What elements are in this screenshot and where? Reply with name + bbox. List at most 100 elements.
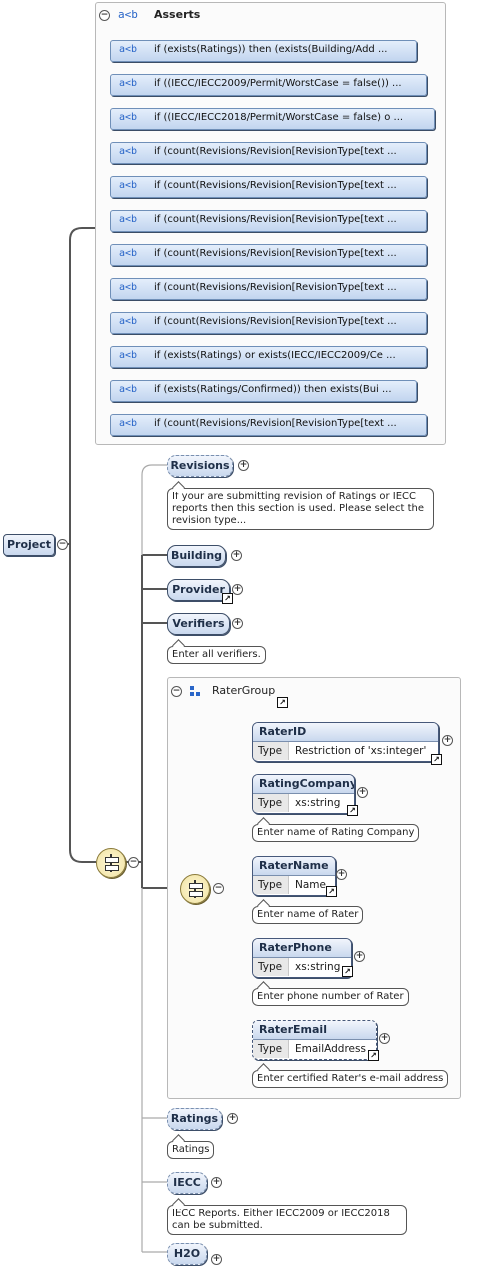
rater-phone-type: xs:string — [295, 961, 341, 973]
rater-phone-doc: Enter phone number of Rater — [252, 988, 409, 1006]
asserts-glyph: a<b — [118, 8, 138, 21]
assert-text: if (exists(Ratings) or exists(IECC/IECC2… — [154, 350, 396, 361]
building-label: Building — [170, 549, 223, 562]
expand-h2o-icon[interactable]: + — [211, 1254, 222, 1265]
assert-item[interactable]: a<b if (count(Revisions/Revision[Revision… — [110, 176, 427, 198]
assert-item[interactable]: a<b if (count(Revisions/Revision[Revision… — [110, 312, 427, 334]
assert-glyph: a<b — [119, 316, 138, 327]
rater-group-sequence-icon[interactable] — [180, 874, 210, 904]
collapse-asserts-icon[interactable]: − — [99, 10, 110, 21]
element-rater-name[interactable]: RaterName Type Name — [252, 856, 336, 896]
ratings-label: Ratings — [170, 1112, 219, 1125]
type-key: Type — [253, 742, 289, 760]
assert-item[interactable]: a<b if (count(Revisions/Revision[Revision… — [110, 244, 427, 266]
assert-item[interactable]: a<b if (exists(Ratings) or exists(IECC/IE… — [110, 346, 427, 368]
expand-provider-icon[interactable]: + — [232, 584, 243, 595]
element-iecc[interactable]: IECC — [167, 1172, 207, 1194]
type-key: Type — [253, 1040, 289, 1058]
element-rater-email[interactable]: RaterEmail Type EmailAddress — [252, 1020, 377, 1060]
collapse-sequence-icon[interactable]: − — [128, 857, 139, 868]
expand-ratings-icon[interactable]: + — [227, 1113, 238, 1124]
element-rating-company[interactable]: RatingCompany Type xs:string — [252, 774, 355, 814]
expand-rater-id-icon[interactable]: + — [442, 735, 453, 746]
element-building[interactable]: Building — [167, 545, 226, 567]
type-key: Type — [253, 794, 289, 812]
element-ratings[interactable]: Ratings — [167, 1108, 222, 1130]
assert-glyph: a<b — [119, 282, 138, 293]
assert-item[interactable]: a<b if ((IECC/IECC2009/Permit/WorstCase =… — [110, 74, 427, 96]
assert-text: if (count(Revisions/Revision[RevisionTyp… — [154, 180, 397, 191]
assert-glyph: a<b — [119, 180, 138, 191]
group-icon — [190, 686, 202, 698]
assert-glyph: a<b — [119, 350, 138, 361]
assert-text: if (count(Revisions/Revision[RevisionTyp… — [154, 282, 397, 293]
collapse-rater-group-icon[interactable]: − — [171, 686, 182, 697]
rating-company-type: xs:string — [295, 797, 341, 809]
element-h2o[interactable]: H2O — [167, 1243, 207, 1265]
assert-glyph: a<b — [119, 418, 138, 429]
ratings-doc: Ratings — [167, 1141, 215, 1159]
rater-group-link-icon: ↗ — [277, 697, 288, 708]
expand-rater-name-icon[interactable]: + — [336, 869, 347, 880]
rater-email-doc: Enter certified Rater's e-mail address — [252, 1070, 449, 1088]
collapse-project-icon[interactable]: − — [57, 539, 68, 550]
iecc-label: IECC — [173, 1176, 201, 1189]
assert-text: if ((IECC/IECC2009/Permit/WorstCase = fa… — [154, 78, 402, 89]
expand-iecc-icon[interactable]: + — [211, 1177, 222, 1188]
expand-verifiers-icon[interactable]: + — [232, 618, 243, 629]
iecc-doc: IECC Reports. Either IECC2009 or IECC201… — [167, 1205, 407, 1235]
type-key: Type — [253, 958, 289, 976]
expand-rater-email-icon[interactable]: + — [379, 1033, 390, 1044]
assert-text: if (count(Revisions/Revision[RevisionTyp… — [154, 146, 397, 157]
type-key: Type — [253, 876, 289, 894]
assert-glyph: a<b — [119, 44, 138, 55]
assert-text: if (count(Revisions/Revision[RevisionTyp… — [154, 248, 397, 259]
element-provider[interactable]: Provider — [167, 579, 230, 601]
collapse-rater-sequence-icon[interactable]: − — [213, 883, 224, 894]
assert-glyph: a<b — [119, 248, 138, 259]
element-revisions[interactable]: Revisions — [167, 455, 233, 477]
rating-company-link-icon: ↗ — [347, 805, 358, 816]
expand-building-icon[interactable]: + — [231, 550, 242, 561]
rater-email-type: EmailAddress — [295, 1043, 366, 1055]
rater-email-name: RaterEmail — [253, 1021, 376, 1040]
rater-name-type: Name — [295, 879, 326, 891]
verifiers-doc: Enter all verifiers. — [167, 646, 266, 664]
assert-text: if ((IECC/IECC2018/Permit/WorstCase = fa… — [154, 112, 404, 123]
revisions-doc: If your are submitting revision of Ratin… — [167, 488, 434, 530]
root-element-project[interactable]: Project — [3, 534, 55, 556]
expand-rating-company-icon[interactable]: + — [357, 787, 368, 798]
rater-group-title: RaterGroup — [212, 684, 276, 697]
assert-text: if (count(Revisions/Revision[RevisionTyp… — [154, 316, 397, 327]
rater-name-name: RaterName — [253, 857, 335, 876]
assert-glyph: a<b — [119, 112, 138, 123]
assert-text: if (count(Revisions/Revision[RevisionTyp… — [154, 214, 397, 225]
assert-text: if (exists(Ratings/Confirmed)) then exis… — [154, 384, 392, 395]
rater-name-doc: Enter name of Rater — [252, 906, 364, 924]
assert-glyph: a<b — [119, 146, 138, 157]
assert-item[interactable]: a<b if (count(Revisions/Revision[Revision… — [110, 278, 427, 300]
h2o-label: H2O — [173, 1247, 201, 1260]
rater-id-type: Restriction of 'xs:integer' — [295, 745, 427, 757]
assert-item[interactable]: a<b if (count(Revisions/Revision[Revision… — [110, 142, 427, 164]
root-label: Project — [6, 538, 52, 551]
assert-glyph: a<b — [119, 78, 138, 89]
rater-name-link-icon: ↗ — [326, 886, 337, 897]
assert-glyph: a<b — [119, 384, 138, 395]
rater-phone-name: RaterPhone — [253, 939, 351, 958]
expand-revisions-icon[interactable]: + — [238, 460, 249, 471]
rater-id-link-icon: ↗ — [431, 754, 442, 765]
rating-company-name: RatingCompany — [253, 775, 354, 794]
sequence-icon[interactable] — [96, 848, 126, 878]
element-rater-phone[interactable]: RaterPhone Type xs:string — [252, 938, 352, 978]
assert-item[interactable]: a<b if (exists(Ratings/Confirmed)) then e… — [110, 380, 417, 402]
element-verifiers[interactable]: Verifiers — [167, 613, 230, 635]
expand-rater-phone-icon[interactable]: + — [354, 951, 365, 962]
rater-phone-link-icon: ↗ — [342, 966, 353, 977]
assert-item[interactable]: a<b if ((IECC/IECC2018/Permit/WorstCase =… — [110, 108, 435, 130]
reference-link-icon: ↗ — [222, 593, 233, 604]
